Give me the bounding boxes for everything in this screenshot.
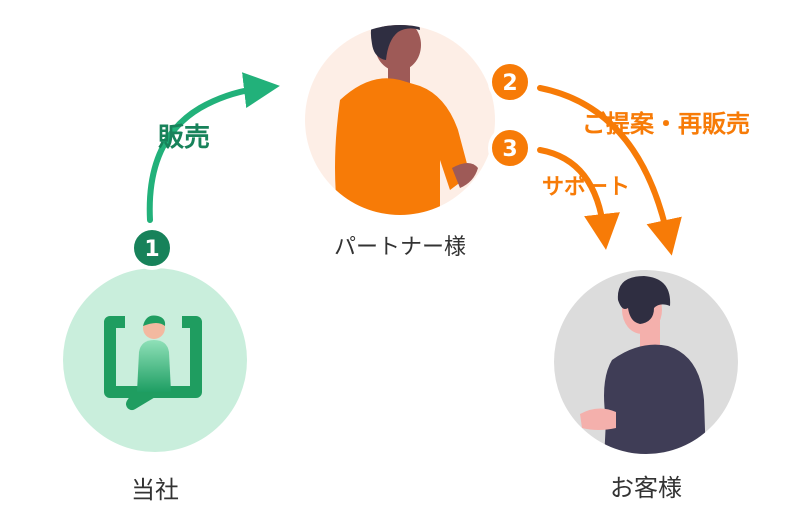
step-badge-1: 1 [132,228,172,268]
arrow-sell [150,88,262,220]
node-label-customer: お客様 [610,474,682,502]
node-label-partner: パートナー様 [334,235,466,260]
step-label-sell: 販売 [158,123,210,153]
step-badge-3: 3 [490,128,530,168]
step-number-1: 1 [144,237,159,262]
step-badge-2: 2 [490,62,530,102]
step-label-propose-resell: ご提案・再販売 [582,110,750,138]
step-number-2: 2 [502,71,517,96]
node-label-company: 当社 [131,476,179,504]
step-label-support: サポート [542,174,630,200]
step-number-3: 3 [502,137,517,162]
